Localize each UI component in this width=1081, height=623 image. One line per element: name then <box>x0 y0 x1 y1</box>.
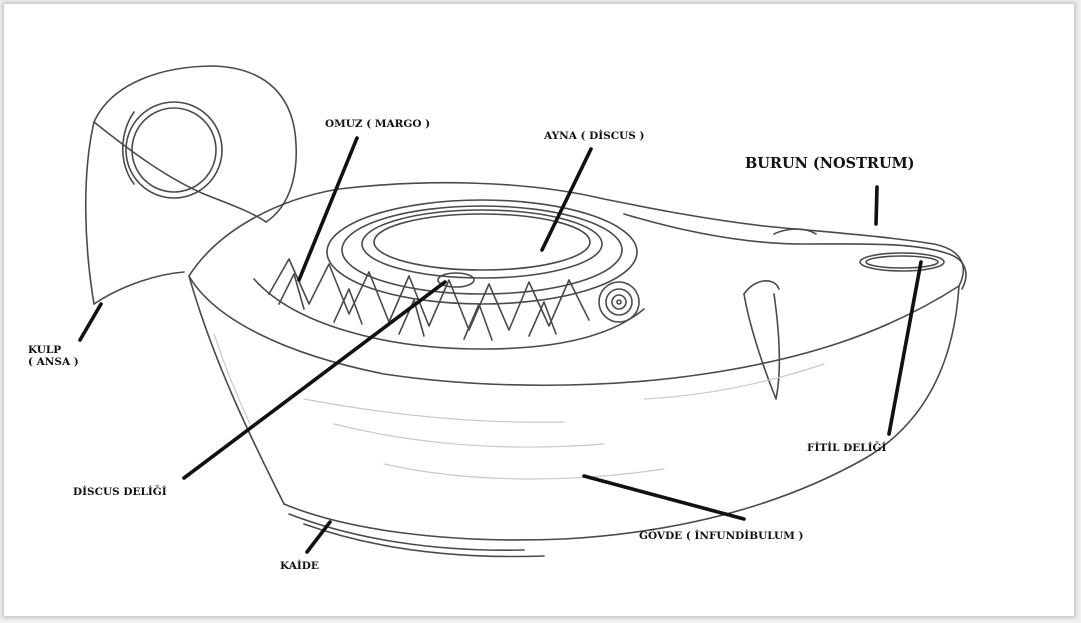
label-fitil: FİTİL DELİĞİ <box>807 442 886 454</box>
pointer-govde <box>584 476 744 519</box>
pointer-ayna <box>542 149 591 250</box>
pointer-burun <box>876 187 877 224</box>
lamp-body <box>189 183 963 557</box>
label-ayna: AYNA ( DİSCUS ) <box>544 130 644 142</box>
lamp-discus <box>327 200 637 304</box>
lamp-handle <box>86 66 296 304</box>
pointer-kulp <box>80 304 101 340</box>
label-kaide: KAİDE <box>280 560 319 572</box>
shoulder-decoration <box>254 259 644 349</box>
label-kulp: KULP ( ANSA ) <box>28 344 79 368</box>
shading-strokes <box>214 334 824 479</box>
label-omuz: OMUZ ( MARGO ) <box>325 118 430 130</box>
label-burun: BURUN (NOSTRUM) <box>745 156 915 173</box>
pointer-fitil <box>889 262 921 434</box>
label-govde: GÖVDE ( İNFUNDİBULUM ) <box>639 530 803 542</box>
label-discus-deligi: DİSCUS DELİĞİ <box>73 486 167 498</box>
label-kulp-line2: ( ANSA ) <box>28 356 79 368</box>
diagram-frame: OMUZ ( MARGO ) AYNA ( DİSCUS ) BURUN (NO… <box>4 4 1074 616</box>
label-kulp-line1: KULP <box>28 344 79 356</box>
oil-lamp-drawing <box>4 4 1074 616</box>
